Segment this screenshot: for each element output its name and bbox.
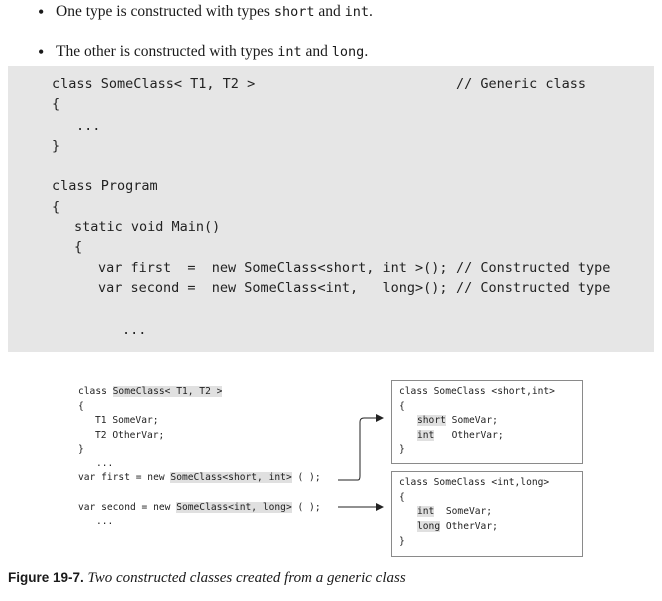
code-line: class SomeClass< T1, T2 > <box>52 76 256 92</box>
constructed-class-box-short-int: class SomeClass <short,int> { short Some… <box>391 380 583 464</box>
bullet-dot-icon: • <box>38 42 45 62</box>
code-line: ... <box>122 322 147 338</box>
code-listing: class SomeClass< T1, T2 > // Generic cla… <box>8 66 654 352</box>
bullet-dot-icon: • <box>38 2 45 22</box>
code-line: } <box>52 138 61 154</box>
generic-open-brace: { <box>78 401 84 412</box>
arrow-first-head-icon <box>376 414 384 422</box>
code-line: static void Main() <box>74 219 221 235</box>
generic-class-decl: class SomeClass< T1, T2 > <box>78 386 223 397</box>
code-comment: // Constructed type <box>456 280 611 296</box>
arrow-second-head-icon <box>376 503 384 511</box>
generic-close-brace: } <box>78 444 84 455</box>
bullet-text: One type is constructed with types short… <box>56 3 373 20</box>
bullet-text: The other is constructed with types int … <box>56 43 369 60</box>
second-instantiation: var second = new SomeClass<int, long> ( … <box>78 502 321 513</box>
box-close-brace: } <box>399 536 405 547</box>
bullet-item: • One type is constructed with types sho… <box>38 0 638 32</box>
code-line: { <box>74 239 83 255</box>
generic-ellipsis: ... <box>96 458 114 469</box>
figure-number: Figure 19-7. <box>8 570 84 585</box>
box-field: int SomeVar; <box>417 506 493 517</box>
code-line: { <box>52 96 61 112</box>
figure-diagram: class SomeClass< T1, T2 > { T1 SomeVar; … <box>0 372 662 562</box>
code-line: var first = new SomeClass<short, int >()… <box>98 260 448 276</box>
box-field: int OtherVar; <box>417 430 504 441</box>
box-title: class SomeClass <short,int> <box>399 386 555 397</box>
arrow-first-connector <box>338 417 378 481</box>
generic-field: T1 SomeVar; <box>95 415 159 426</box>
code-line: ... <box>76 118 101 134</box>
code-line: class Program <box>52 178 158 194</box>
arrows <box>338 414 384 511</box>
caption-text: Two constructed classes created from a g… <box>83 570 406 586</box>
box-open-brace: { <box>399 492 405 503</box>
box-title: class SomeClass <int,long> <box>399 477 550 488</box>
constructed-class-box-int-long: class SomeClass <int,long> { int SomeVar… <box>391 471 583 557</box>
code-comment: // Generic class <box>456 76 587 92</box>
code-line: { <box>52 199 61 215</box>
bullet-list: • One type is constructed with types sho… <box>38 0 638 64</box>
box-close-brace: } <box>399 444 405 455</box>
first-instantiation: var first = new SomeClass<short, int> ( … <box>78 472 321 483</box>
box-field: short SomeVar; <box>417 415 498 426</box>
generic-field: T2 OtherVar; <box>95 430 165 441</box>
box-open-brace: { <box>399 401 405 412</box>
code-comment: // Constructed type <box>456 260 611 276</box>
generic-ellipsis: ... <box>96 516 114 527</box>
code-line: var second = new SomeClass<int, long>(); <box>98 280 448 296</box>
bullet-item: • The other is constructed with types in… <box>38 40 638 72</box>
box-field: long OtherVar; <box>417 521 498 532</box>
figure-caption: Figure 19-7. Two constructed classes cre… <box>8 570 406 587</box>
